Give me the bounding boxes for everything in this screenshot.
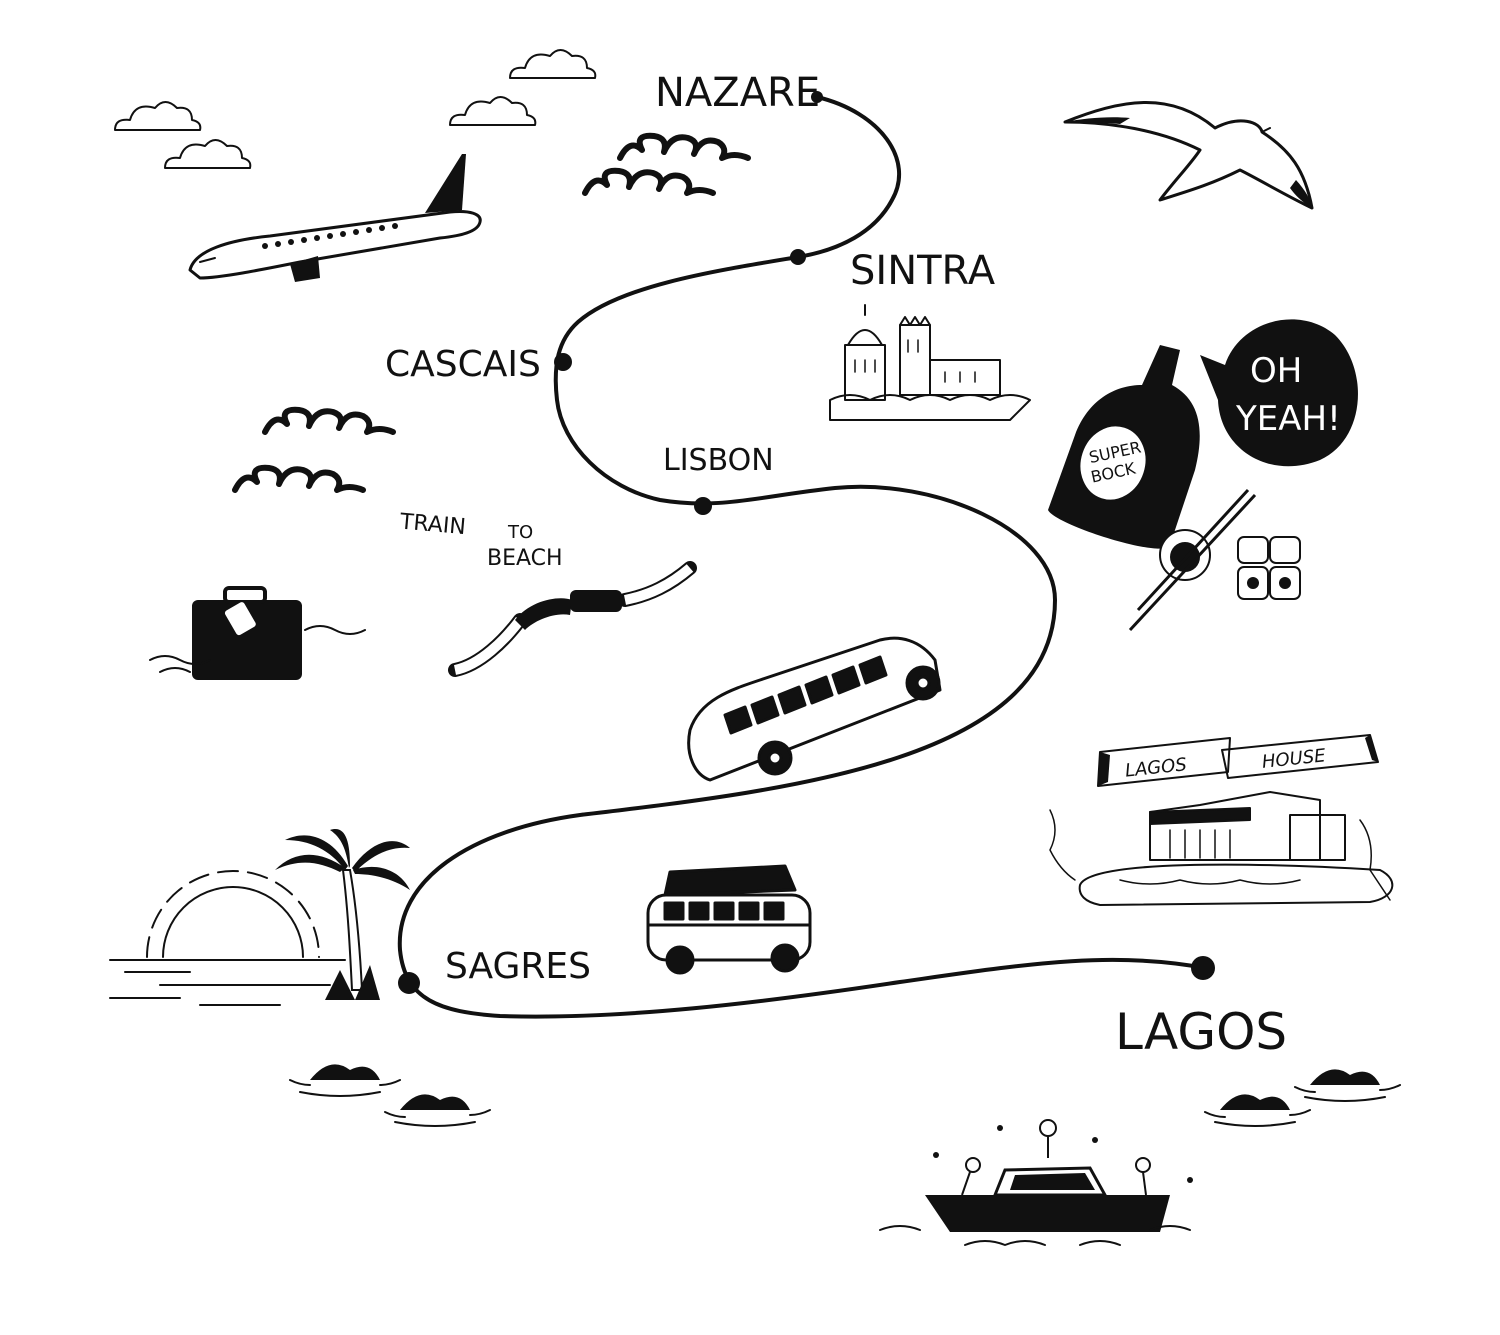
stop-label-sintra: SINTRA bbox=[850, 248, 996, 294]
stop-label-cascais: CASCAIS bbox=[385, 344, 541, 385]
train-icon bbox=[448, 561, 697, 677]
wave-icon bbox=[582, 132, 751, 196]
banner-icon: LAGOS HOUSE bbox=[1097, 734, 1379, 787]
palm-tree-icon bbox=[275, 829, 410, 1000]
stop-dot-lisbon bbox=[694, 497, 712, 515]
boat-icon bbox=[879, 1119, 1193, 1246]
train-note-line2: BEACH bbox=[487, 546, 563, 571]
stop-dot-sagres bbox=[398, 972, 420, 994]
speech-text-line1: OH bbox=[1250, 351, 1302, 391]
train-note-to: TO bbox=[507, 522, 533, 543]
stop-dot-sintra bbox=[790, 249, 806, 265]
suitcase-icon bbox=[149, 586, 366, 680]
sushi-icon bbox=[1128, 488, 1301, 632]
palace-icon bbox=[829, 304, 1031, 421]
speech-bubble-icon: OH YEAH! bbox=[1200, 319, 1358, 467]
bus-icon bbox=[687, 636, 942, 782]
speech-text-line2: YEAH! bbox=[1235, 399, 1341, 439]
house-icon bbox=[1049, 791, 1394, 906]
stop-label-lagos: LAGOS bbox=[1115, 1003, 1287, 1061]
stop-dot-nazare bbox=[811, 91, 823, 103]
rock-icon bbox=[289, 1064, 1401, 1127]
seagull-icon bbox=[1063, 101, 1314, 210]
stop-dot-cascais bbox=[554, 353, 572, 371]
cloud-icon bbox=[114, 49, 597, 169]
camper-van-icon bbox=[646, 864, 812, 975]
airplane-icon bbox=[188, 154, 482, 282]
stop-label-lisbon: LISBON bbox=[663, 443, 774, 478]
stop-dot-lagos bbox=[1191, 956, 1215, 980]
sunset-icon bbox=[109, 870, 346, 1006]
wave-icon bbox=[232, 406, 396, 493]
beer-bottle-icon: SUPER BOCK bbox=[1048, 345, 1200, 549]
stop-label-sagres: SAGRES bbox=[445, 946, 591, 987]
train-note-line1: TRAIN bbox=[398, 509, 467, 540]
route-line bbox=[397, 95, 1207, 1019]
stop-label-nazare: NAZARE bbox=[655, 70, 820, 116]
